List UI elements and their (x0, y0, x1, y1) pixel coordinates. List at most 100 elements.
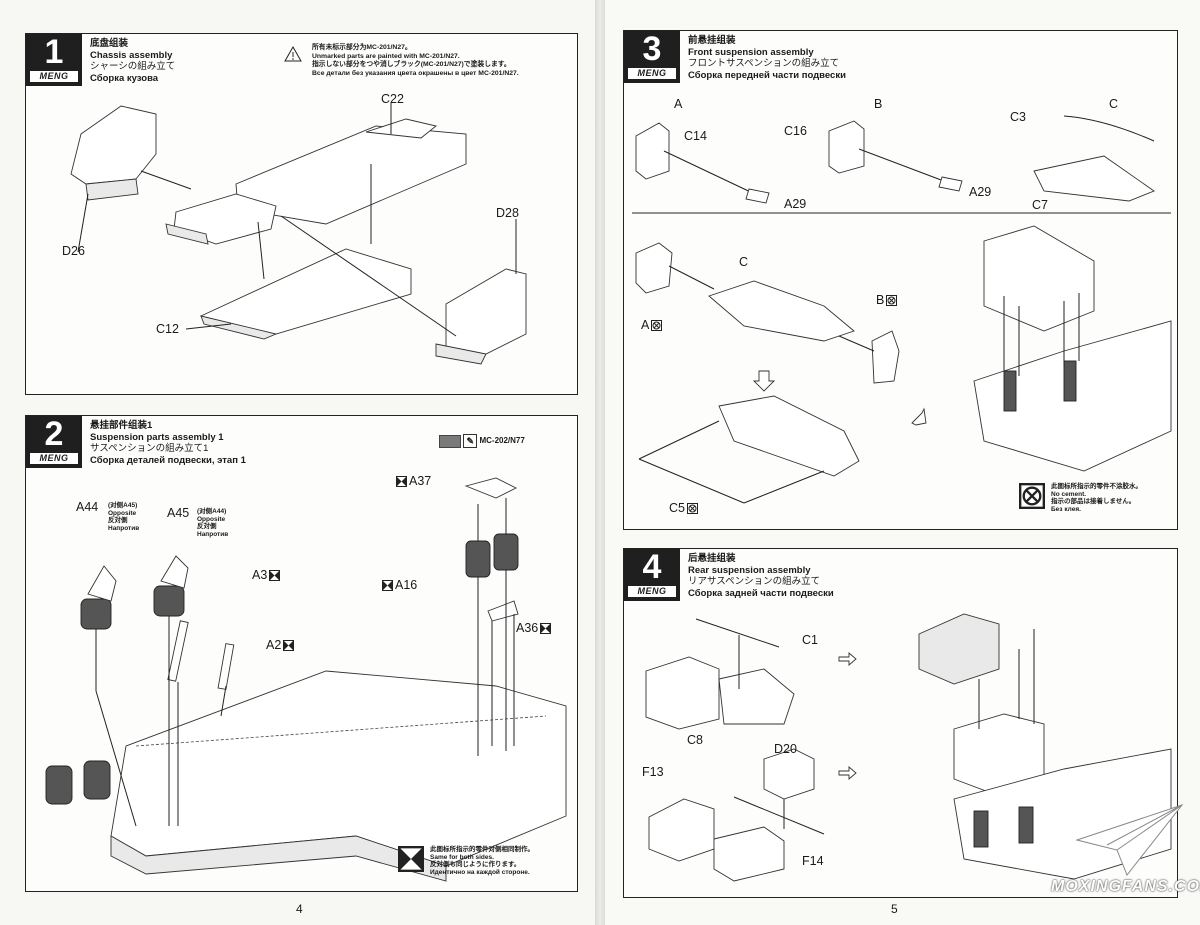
step-number: 2 (44, 415, 64, 453)
paint-note-ru: Все детали без указания цвета окрашены в… (312, 69, 519, 77)
both-sides-en: Same for both sides. (430, 853, 494, 861)
title-jp: リアサスペンションの組み立て (688, 576, 821, 587)
both-sides-icon (540, 623, 552, 635)
no-cement-ru: Без клея. (1051, 505, 1081, 513)
step-4-titles: 后悬挂组装 Rear suspension assembly リアサスペンション… (688, 553, 834, 599)
c5-text: C5 (669, 501, 685, 515)
opposite-cn: (对侧A44) (197, 508, 227, 515)
opposite-cn: (对侧A45) (108, 502, 138, 509)
paint-code-label: MC-202/N77 (479, 436, 525, 446)
watermark: MOXINGFANS.COM (1051, 878, 1200, 895)
label-a44: A44 (76, 500, 99, 514)
no-cement-icon (686, 503, 698, 515)
label-lower-b: B (876, 293, 899, 307)
opposite-jp: 反対側 (197, 523, 217, 531)
opposite-ru: Напротив (197, 530, 229, 538)
label-sub-b: B (874, 97, 883, 111)
paint-note-en: Unmarked parts are painted with MC-201/N… (312, 52, 460, 60)
a3-text: A3 (252, 568, 268, 582)
paper-plane-logo (1075, 803, 1184, 876)
title-jp: シャーシの組み立て (90, 61, 176, 72)
label-f14: F14 (802, 854, 824, 868)
label-c8: C8 (687, 733, 703, 747)
opposite-ru: Напротив (108, 524, 140, 532)
both-sides-icon (398, 846, 424, 872)
title-jp: サスペンションの組み立て1 (90, 443, 209, 454)
both-sides-cn: 此图标所指示的零件对侧相同制作。 (430, 846, 534, 853)
title-en: Chassis assembly (90, 49, 173, 61)
both-sides-jp: 反対側も同じように作ります。 (430, 861, 521, 869)
label-c5: C5 (669, 501, 700, 515)
step-2-titles: 悬挂部件组装1 Suspension parts assembly 1 サスペン… (90, 420, 246, 466)
no-cement-cn: 此图标所指示的零件不涂胶水。 (1051, 483, 1142, 490)
title-ru: Сборка кузова (90, 72, 159, 84)
paint-note-cn: 所有未标示部分为MC-201/N27。 (312, 44, 412, 51)
label-sub-a: A (674, 97, 683, 111)
warning-icon (284, 45, 302, 62)
lower-a-text: A (641, 318, 650, 332)
both-sides-icon (396, 476, 407, 488)
title-cn: 前悬挂组装 (688, 35, 736, 46)
both-sides-icon (283, 640, 295, 652)
title-en: Rear suspension assembly (688, 564, 811, 576)
a36-text: A36 (516, 621, 539, 635)
page-number: 4 (296, 902, 303, 916)
both-sides-icon (382, 580, 393, 592)
label-a45-opposite: (对侧A44) Opposite 反対側 Напротив (197, 508, 228, 538)
title-en: Front suspension assembly (688, 46, 814, 58)
step-number: 4 (642, 548, 662, 586)
label-a29-left: A29 (784, 197, 807, 211)
label-a45: A45 (167, 506, 190, 520)
step-1-badge: 1 MENG (26, 34, 82, 86)
title-ru: Сборка деталей подвески, этап 1 (90, 454, 246, 466)
label-f13: F13 (642, 765, 664, 779)
step-2-panel: 2 MENG 悬挂部件组装1 Suspension parts assembly… (25, 415, 578, 892)
both-sides-ru: Идентично на каждой стороне. (430, 868, 530, 876)
both-sides-icon (269, 570, 281, 582)
page-number: 5 (891, 902, 898, 916)
no-cement-icon (651, 320, 663, 332)
label-c16: C16 (784, 124, 807, 138)
title-cn: 底盘组装 (90, 38, 129, 49)
brand-logo: MENG (30, 71, 78, 82)
title-jp: フロントサスペンションの組み立て (688, 58, 840, 69)
a2-text: A2 (266, 638, 282, 652)
title-cn: 悬挂部件组装1 (90, 420, 153, 431)
label-d26: D26 (62, 244, 85, 258)
opposite-en: Opposite (197, 515, 226, 523)
paint-swatch (439, 434, 461, 448)
label-c12: C12 (156, 322, 179, 336)
label-a3: A3 (252, 568, 282, 582)
step-3-panel: 3 MENG 前悬挂组装 Front suspension assembly フ… (623, 30, 1178, 530)
paint-code: ✎ MC-202/N77 (439, 434, 525, 448)
lower-b-text: B (876, 293, 885, 307)
step-1-panel: 1 MENG 底盘组装 Chassis assembly シャーシの組み立て С… (25, 33, 578, 395)
label-a37: A37 (394, 474, 431, 488)
both-sides-text: 此图标所指示的零件对侧相同制作。 Same for both sides. 反対… (430, 846, 534, 876)
label-sub-c: C (1109, 97, 1119, 111)
front-suspension-drawing (632, 115, 1172, 504)
title-ru: Сборка передней части подвески (688, 69, 846, 81)
a37-text: A37 (409, 474, 432, 488)
no-cement-en: No cement. (1051, 490, 1087, 498)
title-en: Suspension parts assembly 1 (90, 431, 224, 443)
no-cement-icon (1019, 483, 1045, 509)
label-a16: A16 (380, 578, 417, 592)
step-2-badge: 2 MENG (26, 416, 82, 468)
no-cement-jp: 指示の部品は接着しません。 (1051, 498, 1136, 506)
a16-text: A16 (395, 578, 418, 592)
step-3-titles: 前悬挂组装 Front suspension assembly フロントサスペン… (688, 35, 846, 81)
label-c22: C22 (381, 92, 404, 106)
opposite-en: Opposite (108, 509, 137, 517)
step-number: 1 (44, 33, 64, 71)
brand-logo: MENG (628, 586, 676, 597)
label-d28: D28 (496, 206, 519, 220)
step-1-titles: 底盘组装 Chassis assembly シャーシの組み立て Сборка к… (90, 38, 175, 84)
label-c7: C7 (1032, 198, 1048, 212)
label-c14: C14 (684, 129, 707, 143)
label-a36: A36 (516, 621, 553, 635)
label-lower-a: A (641, 318, 664, 332)
label-lower-c: C (739, 255, 749, 269)
label-a2: A2 (266, 638, 296, 652)
label-a29-right: A29 (969, 185, 992, 199)
